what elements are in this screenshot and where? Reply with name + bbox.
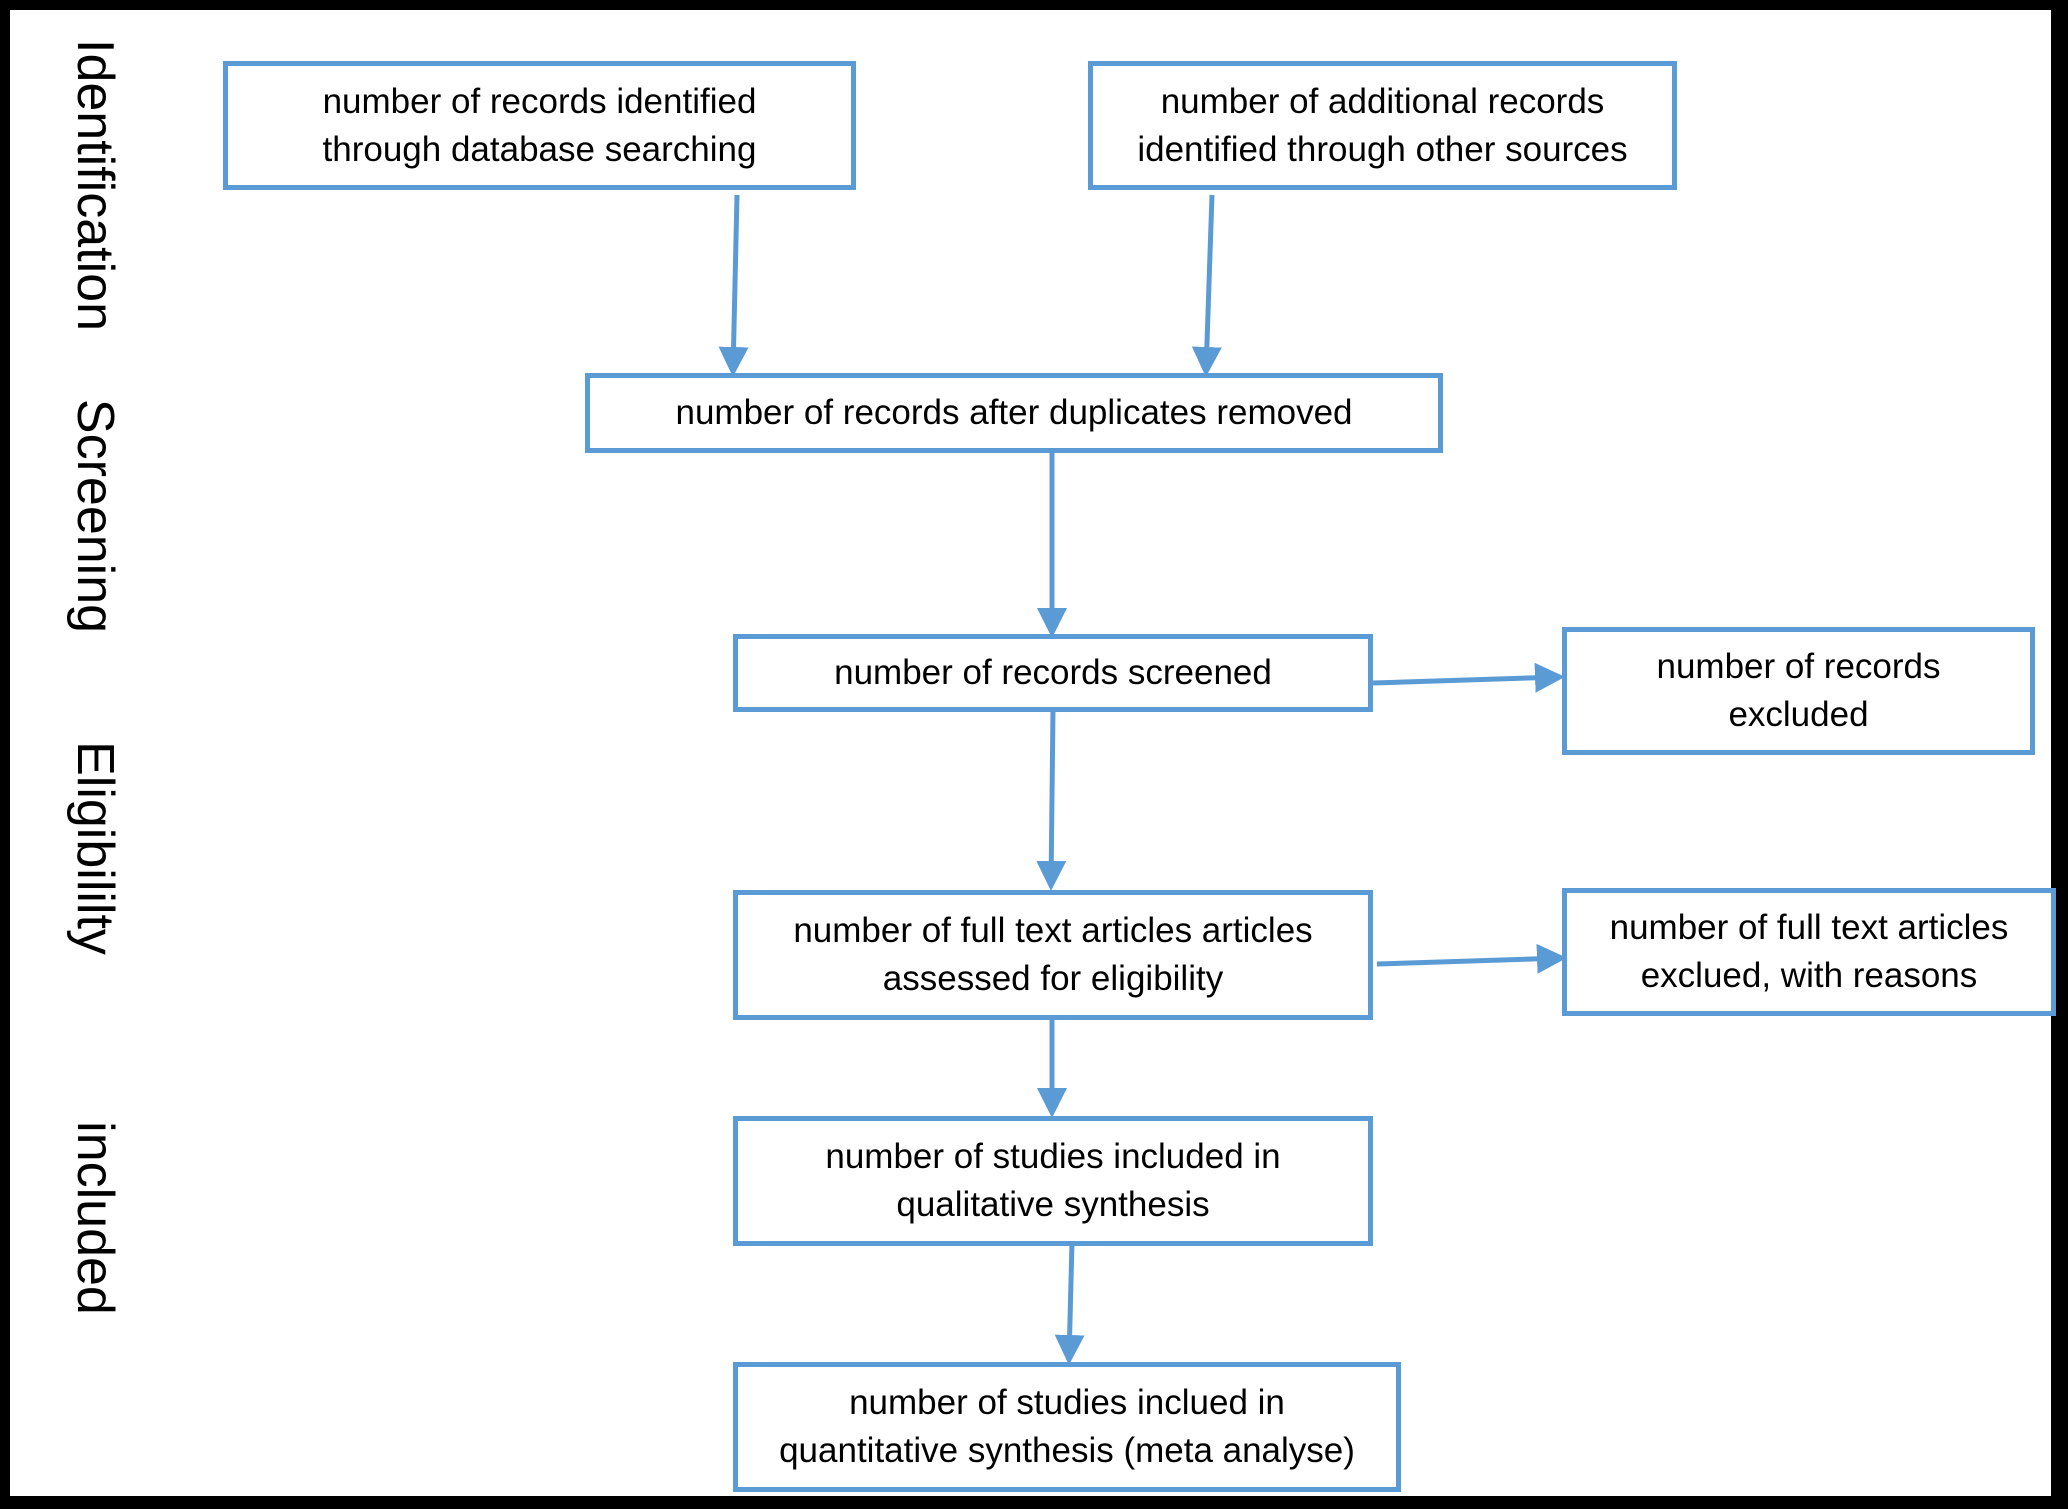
stage-identification-text: Identification [66,39,124,331]
box-records-excluded: number of records excluded [1562,627,2035,755]
box-other-sources: number of additional records identified … [1088,61,1677,190]
stage-screening-text: Screening [66,398,124,634]
arrow-other-to-duplicates [1191,194,1222,377]
box-full-text-assessed: number of full text articles articles as… [733,890,1373,1020]
arrow-screened-to-excluded [1372,662,1565,693]
box-qualitative-synthesis-text: number of studies included in qualitativ… [825,1137,1281,1224]
stage-included-text: included [66,1121,124,1315]
box-database-search: number of records identified through dat… [223,61,856,190]
box-records-screened-text: number of records screened [834,653,1272,692]
box-other-sources-text: number of additional records identified … [1137,81,1628,169]
box-quantitative-synthesis: number of studies inclued in quantitativ… [733,1362,1401,1492]
stage-eligibility-text: Eligibililty [66,741,124,955]
box-qualitative-synthesis: number of studies included in qualitativ… [733,1116,1373,1246]
box-full-text-excluded: number of full text articles exclued, wi… [1562,888,2056,1016]
box-records-screened: number of records screened [733,634,1373,712]
box-full-text-excluded-text: number of full text articles exclued, wi… [1609,908,2009,995]
box-duplicates-removed-text: number of records after duplicates remov… [675,393,1353,432]
stage-label-eligibility: Eligibililty [65,648,125,1048]
box-quantitative-synthesis-text: number of studies inclued in quantitativ… [779,1383,1355,1470]
box-duplicates-removed: number of records after duplicates remov… [585,373,1443,453]
arrow-qualitative-to-quantitative [1054,1241,1085,1365]
arrow-fulltext-to-fulltext-excluded [1376,943,1567,974]
arrow-db-to-duplicates [718,194,749,377]
stage-label-included: included [65,1018,125,1418]
box-full-text-assessed-text: number of full text articles articles as… [793,911,1313,998]
box-records-excluded-text: number of records excluded [1656,647,1941,734]
arrow-screened-to-fulltext [1036,708,1067,891]
box-database-search-text: number of records identified through dat… [322,81,757,169]
